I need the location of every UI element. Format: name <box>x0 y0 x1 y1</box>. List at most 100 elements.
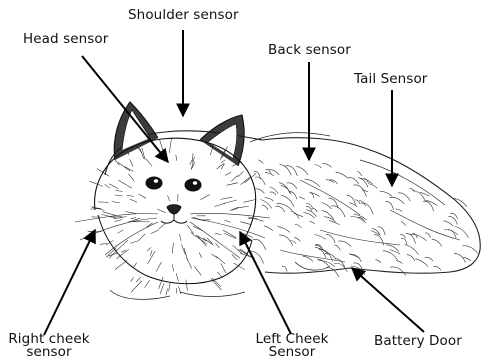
fur-stroke <box>217 272 222 278</box>
fur-stroke <box>129 174 135 182</box>
fur-stroke <box>348 178 359 184</box>
fur-stroke <box>179 286 181 294</box>
arrow-battery <box>352 268 424 332</box>
fur-stroke <box>385 202 393 210</box>
fur-stroke <box>279 182 290 193</box>
fur-stroke <box>109 184 119 189</box>
fur-stroke <box>355 200 360 204</box>
label-right-cheek-sensor: Right cheek sensor <box>8 333 90 359</box>
fur-stroke <box>410 234 427 240</box>
fur-stroke <box>248 217 263 221</box>
fur-stroke <box>322 163 331 167</box>
fur-stroke <box>410 188 415 192</box>
eyes <box>146 177 202 192</box>
fur-stroke <box>310 221 315 224</box>
fur-stroke <box>150 250 152 256</box>
fur-stroke <box>118 180 132 188</box>
fur-stroke <box>146 159 153 166</box>
fur-stroke <box>115 260 127 269</box>
fur-stroke <box>186 280 188 291</box>
fur-stroke <box>104 184 110 188</box>
fur-stroke <box>115 220 123 222</box>
fur-stroke <box>100 244 107 245</box>
fur-stroke <box>285 166 297 176</box>
fur-stroke <box>390 267 406 276</box>
fur-stroke <box>147 248 151 251</box>
fur-stroke <box>383 251 398 260</box>
fur-stroke <box>296 166 308 175</box>
fur-stroke <box>264 226 273 231</box>
label-right-cheek-line2: sensor <box>8 346 90 359</box>
fur-stroke <box>303 256 313 261</box>
fur-stroke <box>172 264 173 271</box>
fur-stroke <box>118 230 124 234</box>
fur-stroke <box>176 155 177 161</box>
fur-stroke <box>254 172 260 180</box>
fur-stroke <box>176 273 178 281</box>
fur-stroke <box>172 243 173 254</box>
fur-stroke <box>215 233 221 235</box>
fur-stroke <box>413 191 426 202</box>
fur-stroke <box>275 206 285 212</box>
fur-stroke <box>151 230 159 234</box>
fur-stroke <box>432 239 442 246</box>
fur-stroke <box>159 223 166 229</box>
fur-stroke <box>400 235 406 238</box>
fur-stroke <box>221 263 226 273</box>
fur-stroke <box>187 225 194 234</box>
fur-stroke <box>336 172 348 178</box>
fur-stroke <box>103 212 116 216</box>
fur-stroke <box>97 169 109 177</box>
fur-stroke <box>361 203 374 214</box>
fur-stroke <box>425 233 430 238</box>
fur-stroke <box>225 220 231 222</box>
label-back-sensor: Back sensor <box>268 44 351 57</box>
fur-stroke <box>334 245 340 251</box>
fur-stroke <box>262 205 269 210</box>
fur-stroke <box>124 166 133 171</box>
fur-stroke <box>278 226 291 232</box>
fur-stroke <box>338 241 351 247</box>
fur-stroke <box>305 179 321 187</box>
fur-stroke <box>127 195 134 196</box>
fur-stroke <box>270 192 276 195</box>
fur-stroke <box>130 199 137 202</box>
cat-head <box>95 102 256 284</box>
fur-stroke <box>444 230 458 235</box>
fur-stroke <box>294 237 300 241</box>
fur-stroke <box>115 191 122 192</box>
fur-stroke <box>98 202 109 203</box>
fur-stroke <box>157 209 166 213</box>
fur-stroke <box>130 159 133 166</box>
fur-stroke <box>322 203 332 209</box>
fur-stroke <box>395 209 402 211</box>
fur-stroke <box>314 235 326 240</box>
fur-stroke <box>357 171 362 176</box>
fur-stroke <box>199 252 202 258</box>
fur-stroke <box>299 197 305 200</box>
fur-stroke <box>125 212 137 214</box>
label-head-sensor: Head sensor <box>23 33 108 46</box>
fur-stroke <box>326 234 335 243</box>
fur-stroke <box>200 195 209 200</box>
fur-stroke <box>368 184 377 189</box>
fur-stroke <box>265 172 274 175</box>
fur-stroke <box>255 189 264 194</box>
fur-stroke <box>294 213 303 217</box>
fur-stroke <box>190 160 193 165</box>
fur-stroke <box>282 266 287 271</box>
fur-stroke <box>115 160 120 166</box>
fur-stroke <box>463 246 478 254</box>
fur-stroke <box>224 200 237 204</box>
fur-stroke <box>258 160 263 164</box>
fur-stroke <box>241 176 251 184</box>
label-left-cheek-line2: Sensor <box>250 346 334 359</box>
label-tail-sensor: Tail Sensor <box>354 73 427 86</box>
fur-stroke <box>253 239 266 250</box>
fur-stroke <box>198 236 207 246</box>
fur-stroke <box>375 260 381 263</box>
fur-stroke <box>191 157 194 170</box>
fur-stroke <box>182 245 186 255</box>
fur-stroke <box>407 255 415 261</box>
